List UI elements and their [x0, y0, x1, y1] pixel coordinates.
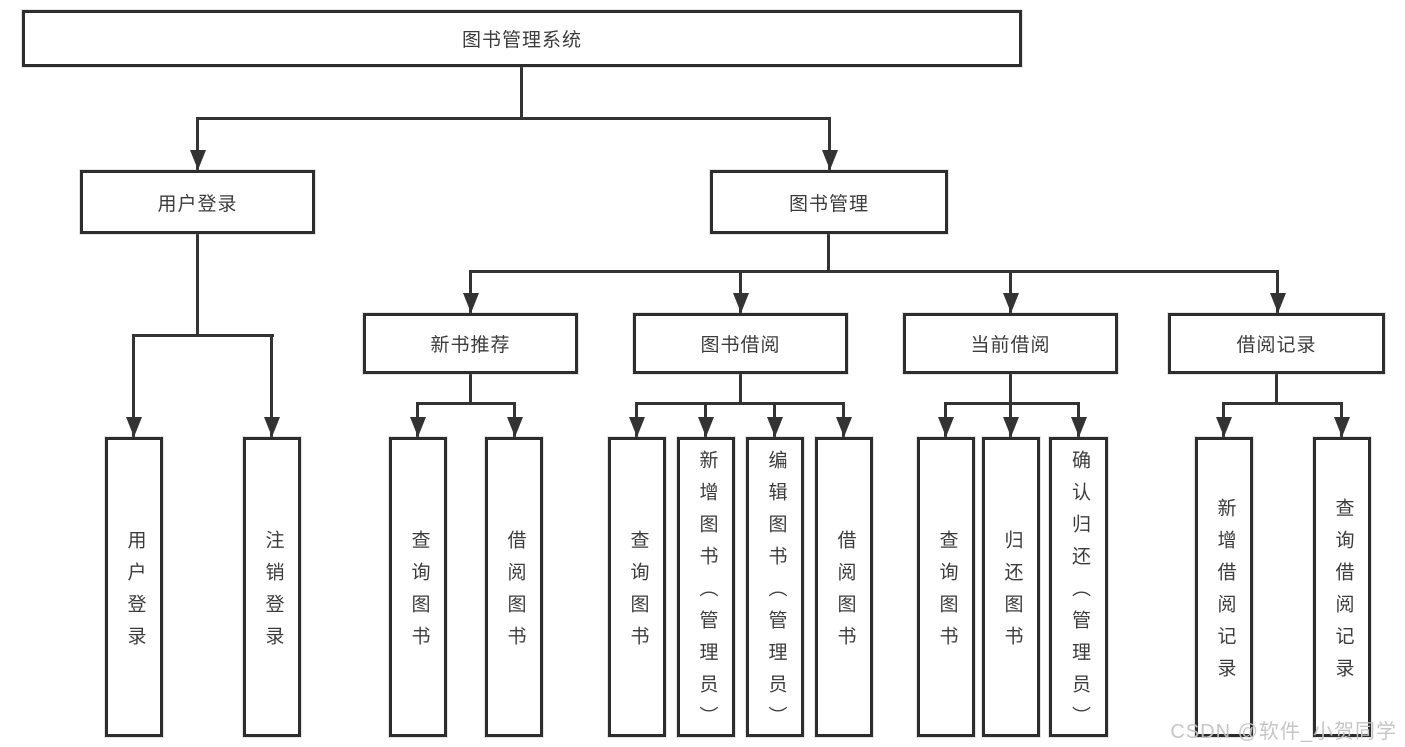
node-label: 借阅图书 [504, 529, 526, 658]
connector-borrow-records-vline [1275, 373, 1278, 404]
connector-new-book-vline [469, 373, 472, 404]
node-label: 查询图书 [936, 529, 958, 658]
leaf-query-borrow-record: 查询借阅记录 [1313, 437, 1371, 737]
arrow-to-borrow-books-2 [842, 402, 845, 437]
node-label: 新书推荐 [430, 335, 511, 356]
node-label: 查询借阅记录 [1332, 497, 1354, 690]
leaf-borrow-books-1: 借阅图书 [485, 437, 543, 737]
connector-current-borrow-hline [944, 402, 1080, 405]
node-label: 图书管理 [788, 193, 869, 215]
node-label: 新增借阅记录 [1214, 497, 1236, 690]
connector-user-login-vline [196, 233, 199, 336]
node-label: 图书管理系统 [461, 30, 582, 51]
leaf-logout: 注销登录 [243, 437, 301, 737]
connector-root-vline [520, 66, 523, 119]
node-label: 查询图书 [408, 529, 430, 658]
connector-level2-hline [196, 117, 831, 120]
arrow-to-borrow-books-1 [513, 402, 516, 437]
connector-user-login-hline [132, 334, 274, 337]
arrow-to-book-management [828, 117, 831, 170]
node-new-book-recommend: 新书推荐 [363, 313, 578, 374]
leaf-return-books: 归还图书 [982, 437, 1040, 737]
watermark: CSDN @软件_小贺同学 [1170, 721, 1397, 743]
node-root: 图书管理系统 [22, 10, 1022, 67]
leaf-user-login: 用户登录 [105, 437, 163, 737]
node-label: 图书借阅 [700, 335, 781, 356]
node-label: 新增图书（管理员） [696, 449, 718, 738]
arrow-to-add-borrow-record [1222, 402, 1225, 437]
leaf-query-books-3: 查询图书 [917, 437, 975, 737]
node-label: 编辑图书（管理员） [765, 449, 787, 738]
node-label: 用户登录 [124, 529, 146, 658]
connector-borrow-records-hline [1222, 402, 1343, 405]
arrow-to-query-books-2 [635, 402, 638, 437]
leaf-edit-book-admin: 编辑图书（管理员） [746, 437, 804, 738]
node-label: 用户登录 [157, 193, 238, 215]
node-current-borrow: 当前借阅 [903, 313, 1118, 374]
arrow-to-query-borrow-record [1340, 402, 1343, 437]
leaf-add-borrow-record: 新增借阅记录 [1195, 437, 1253, 737]
node-borrow-records: 借阅记录 [1168, 313, 1385, 374]
leaf-query-books-1: 查询图书 [389, 437, 447, 737]
node-user-login: 用户登录 [80, 170, 315, 234]
connector-level3-hline [469, 270, 1279, 273]
node-book-borrow: 图书借阅 [633, 313, 848, 374]
arrow-to-book-borrow [739, 270, 742, 313]
node-book-management: 图书管理 [710, 170, 948, 234]
arrow-to-borrow-records [1276, 270, 1279, 313]
arrow-to-leaf-logout [270, 334, 273, 437]
node-label: 当前借阅 [970, 335, 1051, 356]
arrow-to-leaf-user-login [132, 334, 135, 437]
leaf-confirm-return-admin: 确认归还（管理员） [1049, 437, 1108, 738]
arrow-to-query-books-3 [944, 402, 947, 437]
arrow-to-current-borrow [1009, 270, 1012, 313]
node-label: 归还图书 [1001, 529, 1023, 658]
leaf-borrow-books-2: 借阅图书 [815, 437, 873, 737]
leaf-add-book-admin: 新增图书（管理员） [677, 437, 735, 738]
arrow-to-user-login [196, 117, 199, 170]
connector-book-borrow-vline [739, 373, 742, 404]
arrow-to-query-books-1 [416, 402, 419, 437]
arrow-to-add-book [704, 402, 707, 437]
node-label: 查询图书 [627, 529, 649, 658]
connector-book-management-vline [827, 233, 830, 272]
arrow-to-return-books [1009, 402, 1012, 437]
arrow-to-new-book-recommend [469, 270, 472, 313]
connector-book-borrow-hline [635, 402, 845, 405]
leaf-query-books-2: 查询图书 [608, 437, 666, 737]
arrow-to-confirm-return [1077, 402, 1080, 437]
node-label: 确认归还（管理员） [1068, 449, 1090, 738]
node-label: 注销登录 [262, 529, 284, 658]
node-label: 借阅记录 [1236, 335, 1317, 356]
arrow-to-edit-book [773, 402, 776, 437]
node-label: 借阅图书 [834, 529, 856, 658]
connector-current-borrow-vline [1009, 373, 1012, 404]
connector-new-book-hline [416, 402, 516, 405]
